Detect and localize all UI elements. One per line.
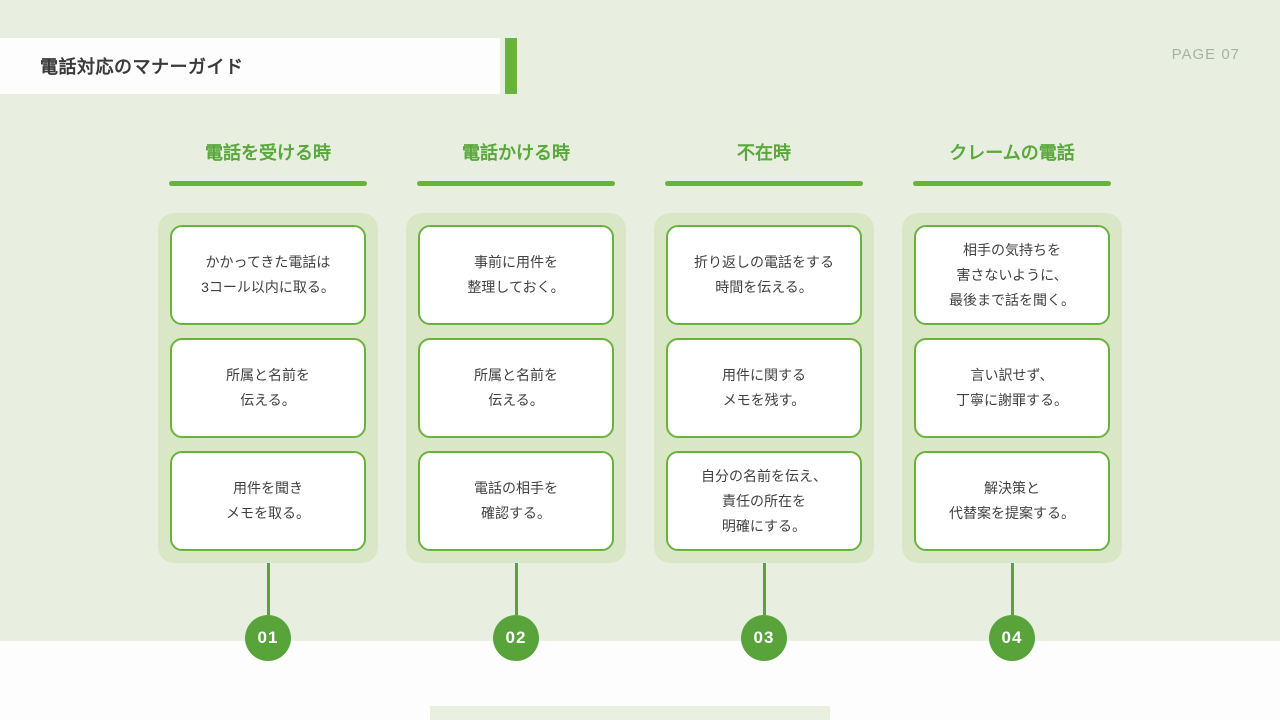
column-making-calls: 電話かける時 事前に用件を 整理しておく。 所属と名前を 伝える。 電話の相手を…	[406, 140, 626, 661]
tip-card: 用件に関する メモを残す。	[666, 338, 862, 438]
tip-card: 所属と名前を 伝える。	[170, 338, 366, 438]
tip-card: 用件を聞き メモを取る。	[170, 451, 366, 551]
tip-card: 自分の名前を伝え、 責任の所在を 明確にする。	[666, 451, 862, 551]
card-panel: 事前に用件を 整理しておく。 所属と名前を 伝える。 電話の相手を 確認する。	[406, 213, 626, 563]
header-underline	[913, 181, 1111, 186]
connector-line	[1010, 563, 1014, 615]
columns-container: 電話を受ける時 かかってきた電話は 3コール以内に取る。 所属と名前を 伝える。…	[158, 140, 1122, 661]
footer-accent-bar	[430, 706, 830, 720]
step-number-badge: 02	[493, 615, 539, 661]
tip-card: 折り返しの電話をする 時間を伝える。	[666, 225, 862, 325]
tip-card: 事前に用件を 整理しておく。	[418, 225, 614, 325]
card-panel: 折り返しの電話をする 時間を伝える。 用件に関する メモを残す。 自分の名前を伝…	[654, 213, 874, 563]
card-panel: かかってきた電話は 3コール以内に取る。 所属と名前を 伝える。 用件を聞き メ…	[158, 213, 378, 563]
tip-card: かかってきた電話は 3コール以内に取る。	[170, 225, 366, 325]
column-header: 電話かける時	[462, 143, 570, 163]
tip-card: 言い訳せず、 丁寧に謝罪する。	[914, 338, 1110, 438]
step-number-badge: 04	[989, 615, 1035, 661]
tip-card: 解決策と 代替案を提案する。	[914, 451, 1110, 551]
column-header: 電話を受ける時	[205, 143, 331, 163]
page-number-label: PAGE 07	[1171, 46, 1240, 63]
column-receiving-calls: 電話を受ける時 かかってきた電話は 3コール以内に取る。 所属と名前を 伝える。…	[158, 140, 378, 661]
tip-card: 所属と名前を 伝える。	[418, 338, 614, 438]
column-header: 不在時	[737, 143, 791, 163]
connector-line	[266, 563, 270, 615]
header-underline	[169, 181, 367, 186]
connector-line	[762, 563, 766, 615]
column-header: クレームの電話	[949, 143, 1075, 163]
column-complaint-calls: クレームの電話 相手の気持ちを 害さないように、 最後まで話を聞く。 言い訳せず…	[902, 140, 1122, 661]
header-underline	[665, 181, 863, 186]
page-title: 電話対応のマナーガイド	[40, 57, 244, 77]
card-panel: 相手の気持ちを 害さないように、 最後まで話を聞く。 言い訳せず、 丁寧に謝罪す…	[902, 213, 1122, 563]
step-number-badge: 03	[741, 615, 787, 661]
tip-card: 電話の相手を 確認する。	[418, 451, 614, 551]
connector-line	[514, 563, 518, 615]
title-banner: 電話対応のマナーガイド	[0, 38, 500, 94]
step-number-badge: 01	[245, 615, 291, 661]
header-underline	[417, 181, 615, 186]
column-absence: 不在時 折り返しの電話をする 時間を伝える。 用件に関する メモを残す。 自分の…	[654, 140, 874, 661]
tip-card: 相手の気持ちを 害さないように、 最後まで話を聞く。	[914, 225, 1110, 325]
title-accent-bar	[505, 38, 517, 94]
